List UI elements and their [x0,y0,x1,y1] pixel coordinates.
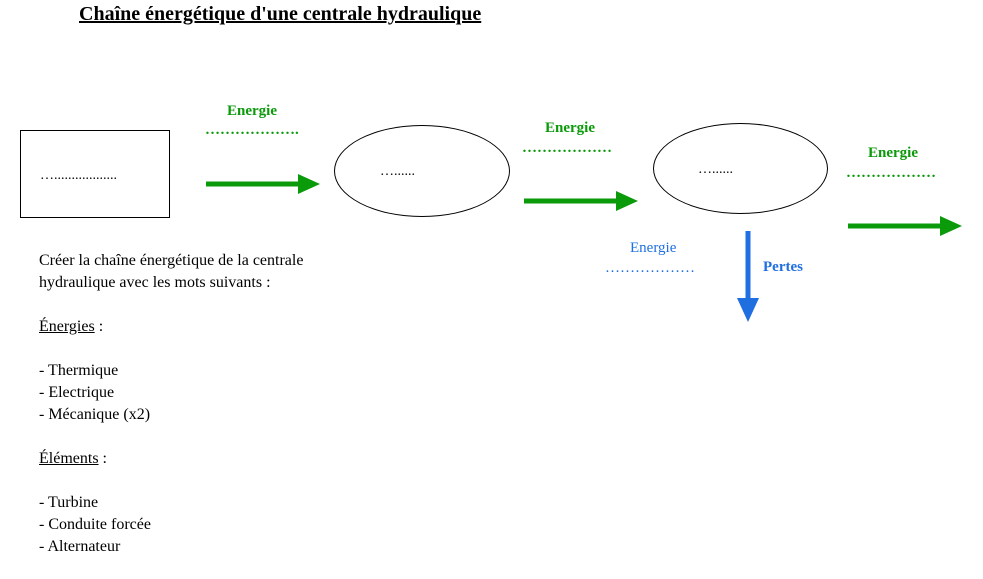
loss-arrow [737,231,759,322]
elements-heading-line: Éléments : [39,448,399,470]
arrow1-dots: ………………. [205,122,299,138]
arrow2-energy-label: Energie [545,120,595,136]
arrow-2 [524,191,638,211]
arrow2-dots: ……………… [522,140,612,156]
source-box[interactable]: ….................. [20,130,170,218]
loss-label: Pertes [763,259,803,275]
source-box-text: ….................. [40,168,117,183]
instructions-block: Créer la chaîne énergétique de la centra… [39,250,399,558]
ellipse-node-2[interactable]: …...... [653,123,828,214]
energies-colon: : [94,318,104,335]
intro-line-1: Créer la chaîne énergétique de la centra… [39,252,304,269]
ellipse-node-1[interactable]: …...... [334,125,510,217]
elements-colon: : [98,450,107,467]
loss-energy-label: Energie [630,240,677,256]
ellipse2-text: …...... [698,162,733,177]
arrow3-energy-label: Energie [868,145,918,161]
arrow1-energy-label: Energie [227,103,277,119]
energies-heading-line: Énergies : [39,316,399,338]
intro-line-2: hydraulique avec les mots suivants : [39,274,271,291]
arrow3-dots: ……………… [846,165,936,181]
element-item: - Alternateur [39,538,121,555]
energy-item: - Electrique [39,384,115,401]
energy-item: - Mécanique (x2) [39,406,151,423]
page-title: Chaîne énergétique d'une centrale hydrau… [79,3,482,25]
arrow-1 [206,174,320,194]
energy-item: - Thermique [39,362,119,379]
element-item: - Turbine [39,494,99,511]
arrow-3 [848,216,962,236]
element-item: - Conduite forcée [39,516,151,533]
ellipse1-text: …...... [380,164,415,179]
elements-heading: Éléments [39,450,99,467]
loss-dots: ……………… [605,260,695,276]
energies-heading: Énergies [39,318,95,335]
